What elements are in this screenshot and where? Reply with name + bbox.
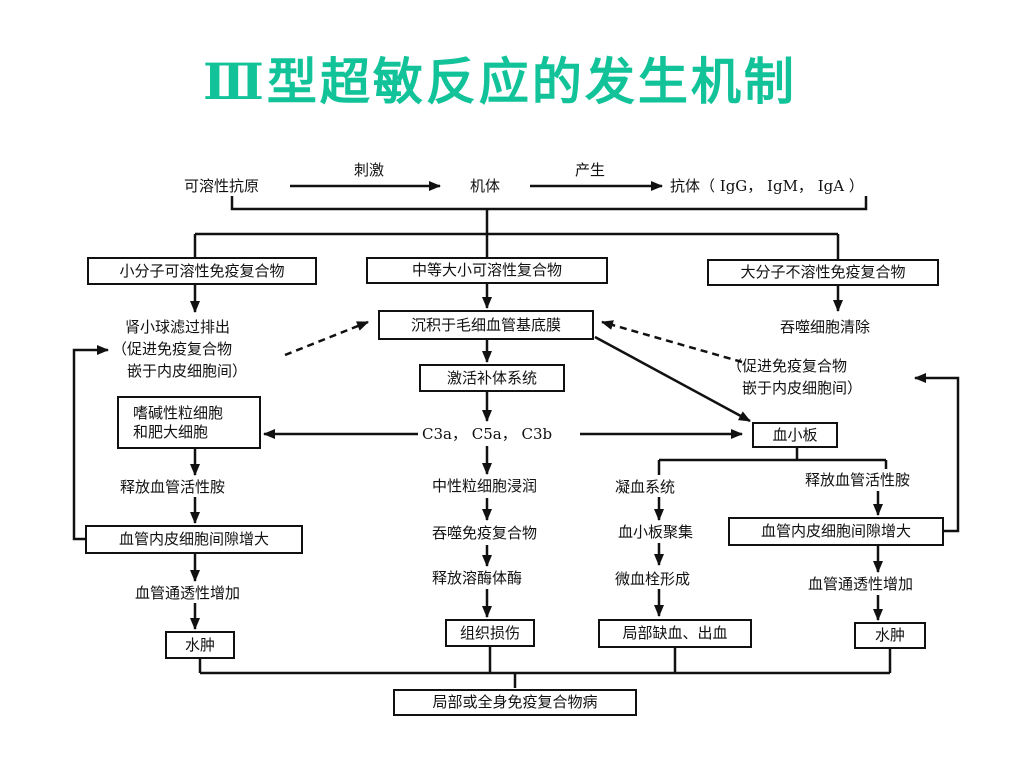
platelet-box: 血小板 xyxy=(752,422,838,448)
right-promote-line1: （促进免疫复合物 xyxy=(727,357,848,375)
large-insoluble-complex-box: 大分子不溶性免疫复合物 xyxy=(707,259,939,286)
release-lysosomal-enzyme-label: 释放溶酶体酶 xyxy=(432,569,523,587)
basophil-line1: 嗜碱性粒细胞 xyxy=(133,403,224,422)
body-label: 机体 xyxy=(470,177,501,195)
left-promote-line1: （促进免疫复合物 xyxy=(112,340,233,358)
complement-fragments-label: C3a， C5a， C3b xyxy=(422,425,553,443)
small-soluble-complex-box: 小分子可溶性免疫复合物 xyxy=(87,257,317,285)
phagocytose-complex-label: 吞噬免疫复合物 xyxy=(432,524,538,542)
coagulation-system-label: 凝血系统 xyxy=(615,478,676,496)
right-permeability-label: 血管通透性增加 xyxy=(808,575,914,593)
stimulate-label: 刺激 xyxy=(354,161,385,179)
activate-complement-box: 激活补体系统 xyxy=(419,364,565,392)
slide-title: Ⅲ型超敏反应的发生机制 xyxy=(203,52,797,111)
ischemia-hemorrhage-box: 局部缺血、出血 xyxy=(598,619,752,648)
antibody-label: 抗体（ IgG， IgM， IgA ） xyxy=(670,177,864,195)
basophil-mast-cell-box: 嗜碱性粒细胞 和肥大细胞 xyxy=(117,396,261,449)
left-promote-line2: 嵌于内皮细胞间） xyxy=(127,362,248,380)
basement-membrane-deposit-box: 沉积于毛细血管基底膜 xyxy=(378,310,594,340)
right-gap-increase-box: 血管内皮细胞间隙增大 xyxy=(728,517,944,546)
left-edema-box: 水肿 xyxy=(165,631,235,659)
neutrophil-infiltration-label: 中性粒细胞浸润 xyxy=(432,477,538,495)
right-release-amine-label: 释放血管活性胺 xyxy=(805,471,911,489)
basophil-line2: 和肥大细胞 xyxy=(133,422,209,441)
immune-complex-disease-box: 局部或全身免疫复合物病 xyxy=(393,689,637,716)
left-release-amine-label: 释放血管活性胺 xyxy=(120,478,226,496)
platelet-aggregation-label: 血小板聚集 xyxy=(618,523,694,541)
medium-soluble-complex-box: 中等大小可溶性复合物 xyxy=(366,257,608,284)
produce-label: 产生 xyxy=(575,161,606,179)
soluble-antigen-label: 可溶性抗原 xyxy=(184,177,260,195)
phagocyte-clearance-label: 吞噬细胞清除 xyxy=(780,318,871,336)
microthrombus-label: 微血栓形成 xyxy=(615,570,691,588)
left-gap-increase-box: 血管内皮细胞间隙增大 xyxy=(85,525,303,554)
tissue-damage-box: 组织损伤 xyxy=(445,619,535,647)
right-promote-line2: 嵌于内皮细胞间） xyxy=(742,379,863,397)
right-edema-box: 水肿 xyxy=(854,622,926,649)
kidney-filtration-label: 肾小球滤过排出 xyxy=(125,318,231,336)
left-permeability-label: 血管通透性增加 xyxy=(135,584,241,602)
